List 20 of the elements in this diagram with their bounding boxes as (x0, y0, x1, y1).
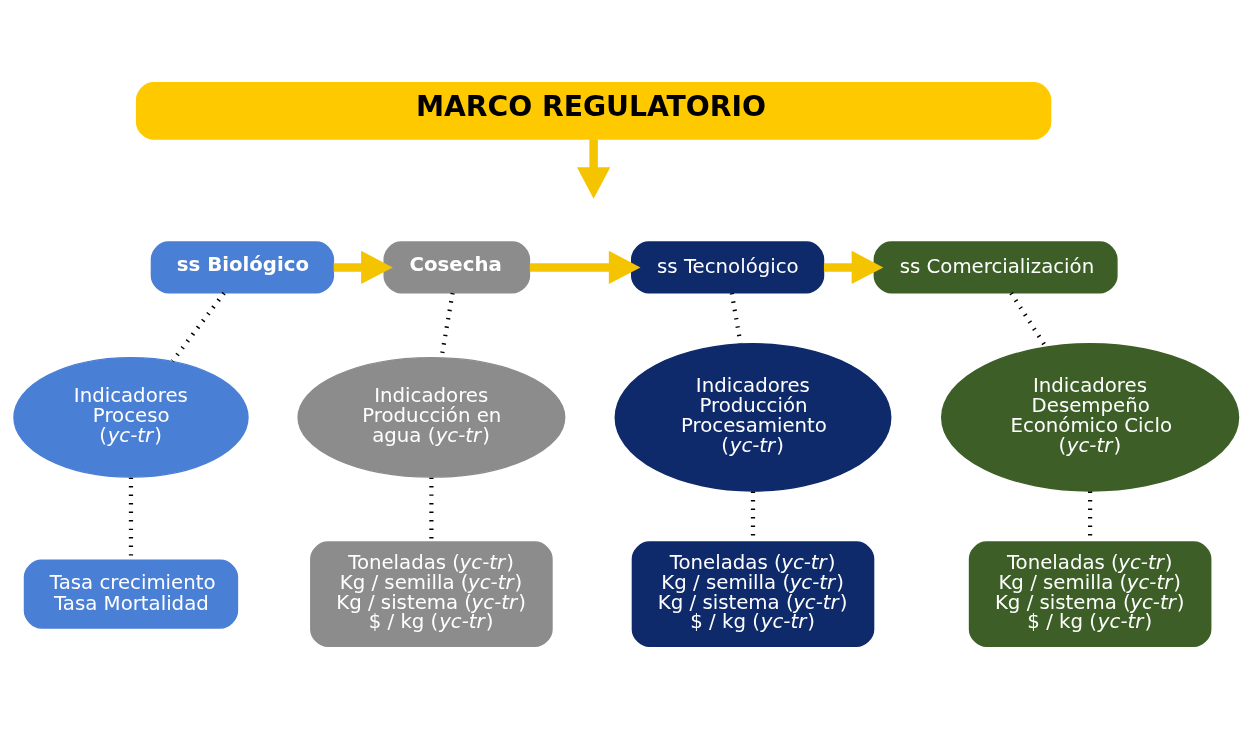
node-box: Toneladas (yc-tr) Kg / semilla (yc-tr) Kg / sistema (yc-tr) $ / kg (yc-tr) (968, 541, 1212, 648)
node-box: Cosecha (383, 241, 531, 294)
connector (729, 292, 743, 344)
arrow (333, 250, 393, 285)
node-box: Toneladas (yc-tr) Kg / semilla (yc-tr) Kg / sistema (yc-tr) $ / kg (yc-tr) (631, 541, 875, 648)
arrow (823, 250, 884, 285)
node-box: Toneladas (yc-tr) Kg / semilla (yc-tr) Kg / sistema (yc-tr) $ / kg (yc-tr) (310, 541, 553, 648)
node-ellipse: Indicadores Desempeño Económico Ciclo (yc-tr) (941, 343, 1240, 492)
connector (170, 291, 226, 363)
node-ellipse: Indicadores Producción Procesamiento (yc-tr) (614, 343, 892, 492)
node-ellipse: Indicadores Producción en agua (yc-tr) (297, 356, 566, 478)
node-box: ss Comercialización (873, 241, 1118, 294)
node-box: Tasa crecimiento Tasa Mortalidad (23, 559, 239, 629)
node-box: ss Tecnológico (631, 241, 825, 294)
node-ellipse: Indicadores Proceso (yc-tr) (13, 356, 249, 478)
node-box: MARCO REGULATORIO (135, 81, 1052, 140)
node-box: ss Biológico (150, 241, 335, 294)
arrow (529, 250, 641, 285)
connector (1009, 292, 1048, 348)
arrow (577, 139, 611, 199)
